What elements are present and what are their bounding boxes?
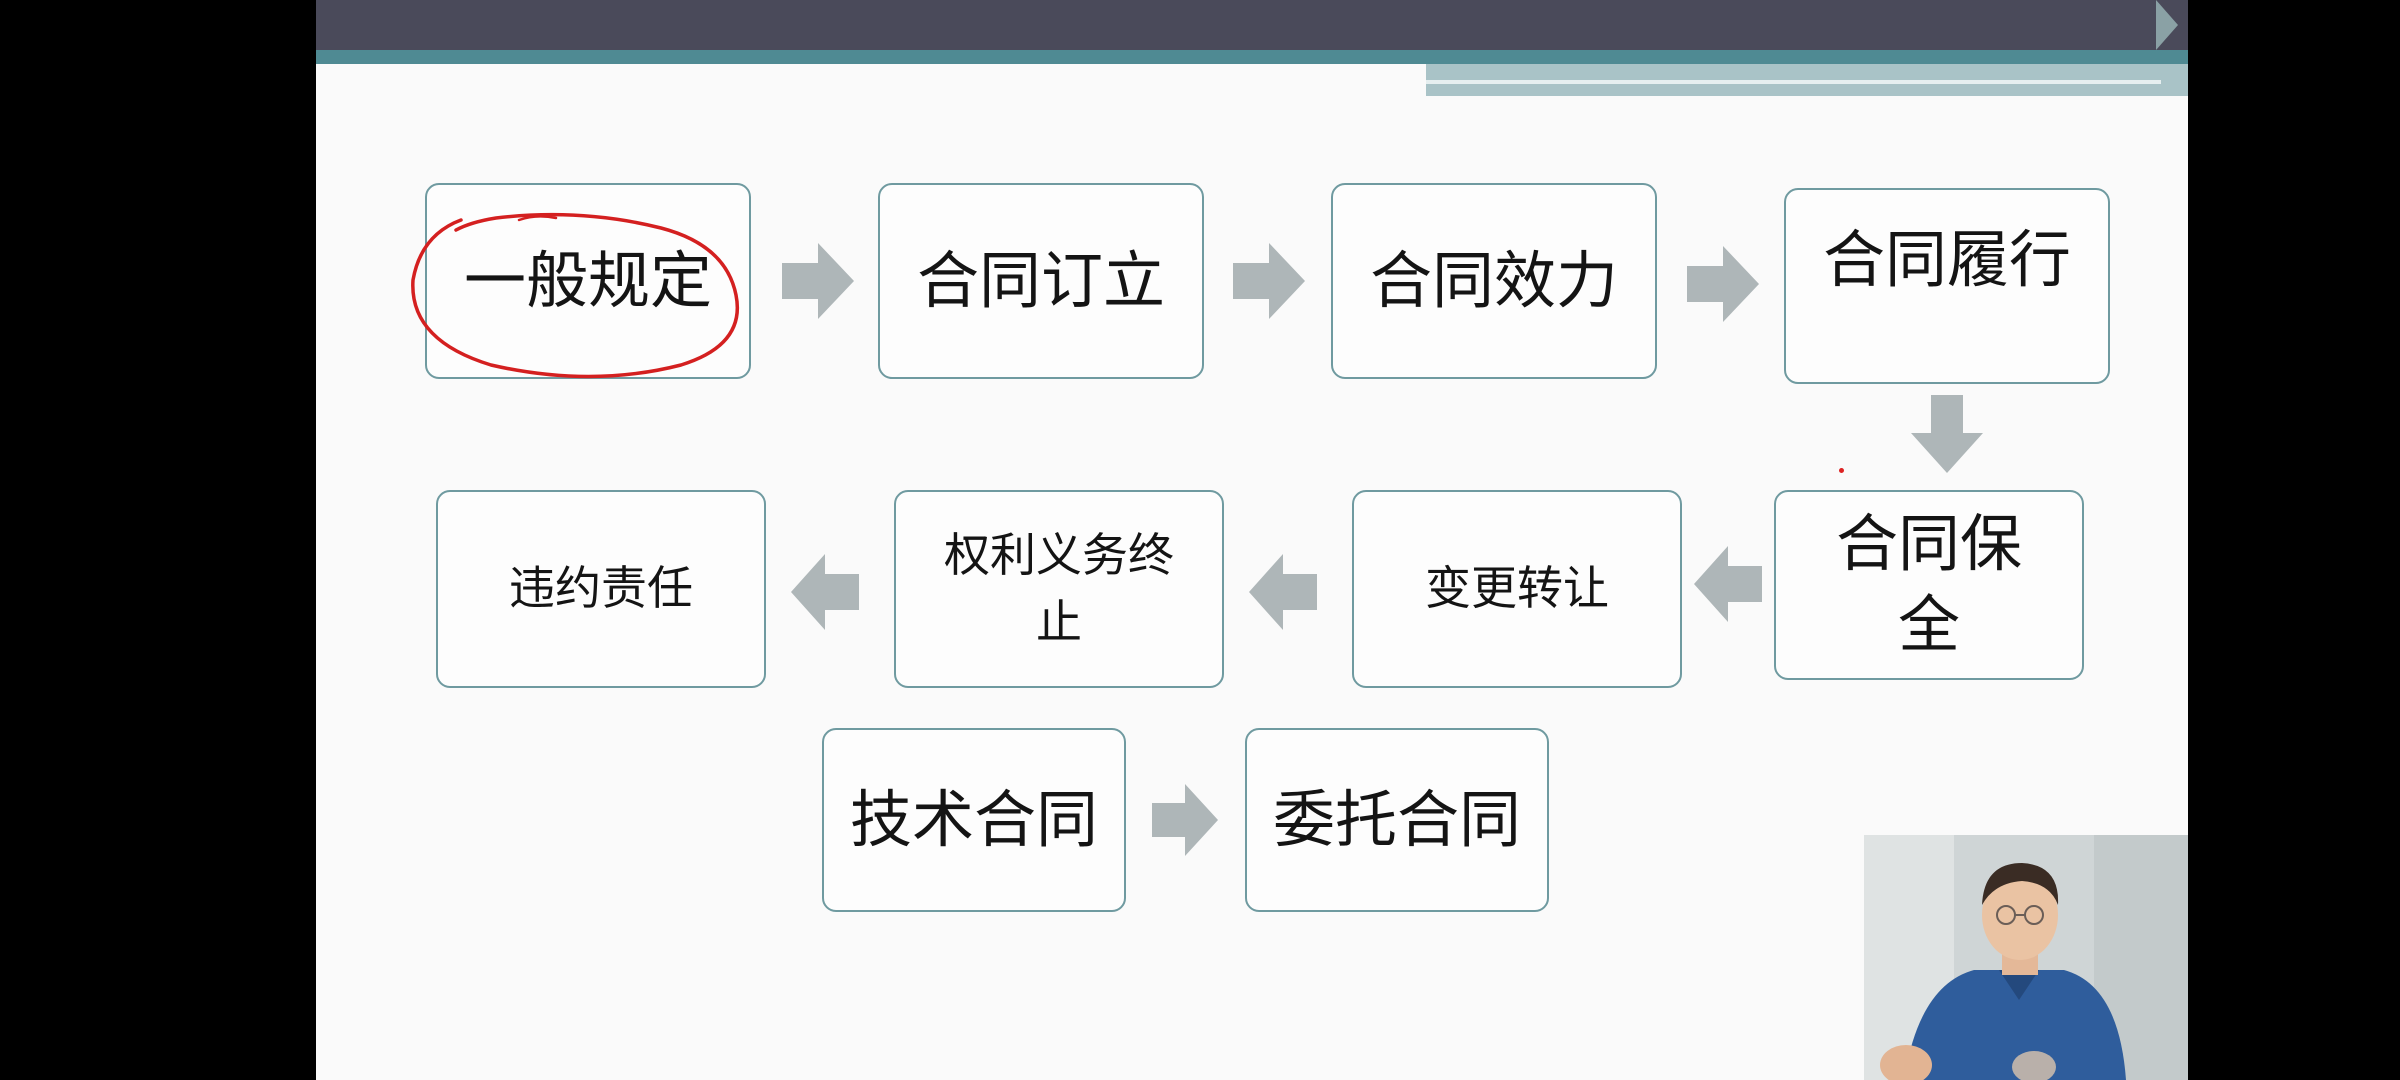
box-label: 合同履行 <box>1822 223 2071 296</box>
box-commission-contract: 委托合同 <box>1245 728 1549 912</box>
box-rights-obligations-termination: 权利义务终 止 <box>894 490 1224 688</box>
presenter-webcam <box>1864 835 2188 1080</box>
slide-header-triangle <box>2156 0 2178 50</box>
annotation-circle <box>401 200 761 394</box>
box-label: 变更转让 <box>1425 561 1609 616</box>
slide-header-accent <box>316 50 2188 64</box>
box-label: 合同效力 <box>1369 243 1618 317</box>
slide: 一般规定 合同订立 合同效力 合同履行 合同保 全 变更转让 权利义务终 止 <box>316 0 2188 1080</box>
arrow-right-icon <box>1152 784 1218 856</box>
box-label-line-2: 止 <box>1036 595 1082 649</box>
box-label: 委托合同 <box>1272 782 1521 856</box>
box-contract-preservation: 合同保 全 <box>1774 490 2084 680</box>
annotation-dot <box>1839 468 1844 473</box>
arrow-right-icon <box>782 243 854 319</box>
box-label: 违约责任 <box>509 561 693 616</box>
box-contract-performance: 合同履行 <box>1784 188 2110 384</box>
box-label: 一般规定 <box>463 243 712 317</box>
box-label: 合同订立 <box>916 243 1165 317</box>
arrow-right-icon <box>1687 246 1759 322</box>
box-technology-contract: 技术合同 <box>822 728 1126 912</box>
arrow-left-icon <box>1249 554 1317 630</box>
box-breach-liability: 违约责任 <box>436 490 766 688</box>
box-contract-validity: 合同效力 <box>1331 183 1657 379</box>
arrow-right-icon <box>1233 243 1305 319</box>
arrow-left-icon <box>1694 546 1762 622</box>
arrow-down-icon <box>1911 395 1983 473</box>
box-label-line-2: 全 <box>1897 588 1960 661</box>
slide-header-line <box>1426 80 2161 84</box>
box-label-line-1: 权利义务终 <box>944 528 1174 583</box>
box-label-line-1: 合同保 <box>1835 507 2022 581</box>
box-label: 技术合同 <box>849 782 1098 856</box>
slide-header-bar <box>316 0 2188 50</box>
box-contract-formation: 合同订立 <box>878 183 1204 379</box>
box-change-transfer: 变更转让 <box>1352 490 1682 688</box>
arrow-left-icon <box>791 554 859 630</box>
